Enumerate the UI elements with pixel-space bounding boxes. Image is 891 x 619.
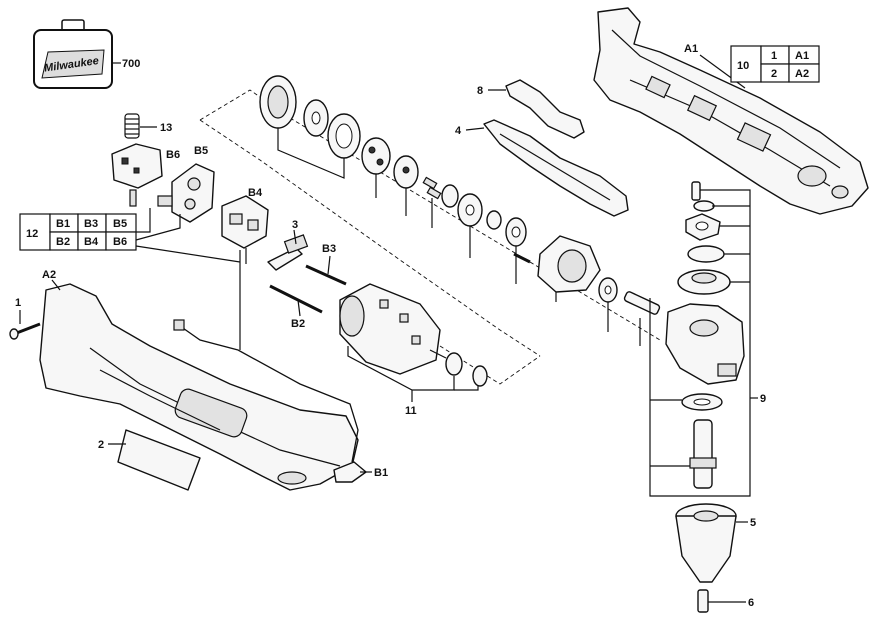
- switch-b5[interactable]: [157, 163, 215, 223]
- trigger-3[interactable]: [267, 234, 309, 271]
- label-a1: A1: [684, 43, 698, 55]
- bevel-gear[interactable]: [677, 269, 731, 295]
- pinion-pins[interactable]: [422, 176, 442, 200]
- washer[interactable]: [303, 99, 329, 137]
- small-washer[interactable]: [486, 210, 502, 230]
- angle-head-housing[interactable]: [665, 303, 745, 385]
- kit12-group: 12: [26, 228, 38, 240]
- motor-bearing[interactable]: [445, 352, 463, 376]
- label-5: 5: [750, 517, 756, 529]
- label-b2: B2: [291, 318, 305, 330]
- head-screw[interactable]: [691, 181, 701, 201]
- label-6: 6: [748, 597, 754, 609]
- kit12-cell: B2: [56, 236, 70, 248]
- label-b3: B3: [322, 243, 336, 255]
- kit10-cell: A1: [795, 50, 809, 62]
- ring-gear[interactable]: [327, 113, 361, 159]
- label-b5: B5: [194, 145, 208, 157]
- chuck-screw-6[interactable]: [697, 589, 709, 613]
- spacer[interactable]: [441, 184, 459, 208]
- housing-washer[interactable]: [598, 277, 618, 303]
- carrying-case-700[interactable]: Milwaukee: [33, 19, 113, 89]
- battery-contact-b1[interactable]: [333, 461, 367, 483]
- kit-table-10: 10 1 A1 2 A2: [730, 45, 820, 83]
- head-cover-plate[interactable]: [685, 213, 721, 241]
- chuck-5[interactable]: [675, 503, 737, 583]
- label-11: 11: [405, 405, 417, 417]
- label-b1: B1: [374, 467, 388, 479]
- kit10-cell: 1: [771, 50, 777, 62]
- kit-table-12: 12 B1 B3 B5 B2 B4 B6: [19, 213, 137, 251]
- grip-sleeve-2[interactable]: [117, 429, 201, 491]
- kit10-cell: A2: [795, 68, 809, 80]
- switch-block-b6[interactable]: [111, 143, 163, 207]
- kit12-cell: B6: [113, 236, 127, 248]
- head-bearing-top[interactable]: [687, 245, 725, 263]
- drive-shaft[interactable]: [623, 291, 661, 315]
- lever-4[interactable]: [483, 119, 629, 217]
- label-a2: A2: [42, 269, 56, 281]
- label-9: 9: [760, 393, 766, 405]
- label-4: 4: [455, 125, 462, 137]
- bearing[interactable]: [505, 217, 527, 247]
- spindle[interactable]: [689, 419, 717, 489]
- lever-8[interactable]: [505, 79, 585, 139]
- screw-1[interactable]: [9, 322, 41, 340]
- label-3: 3: [292, 219, 298, 231]
- kit10-cell: 2: [771, 68, 777, 80]
- kit10-group: 10: [737, 60, 749, 72]
- label-b4: B4: [248, 187, 263, 199]
- label-2: 2: [98, 439, 104, 451]
- label-1: 1: [15, 297, 21, 309]
- gear-housing[interactable]: [537, 235, 601, 293]
- brush-b2[interactable]: [269, 284, 323, 314]
- output-gear[interactable]: [457, 193, 483, 227]
- motor-pinion[interactable]: [472, 365, 488, 387]
- kit12-cell: B5: [113, 218, 127, 230]
- label-b6: B6: [166, 149, 180, 161]
- planet-carrier-2[interactable]: [393, 155, 419, 189]
- housing-screw[interactable]: [513, 252, 531, 264]
- head-washer[interactable]: [693, 200, 715, 212]
- label-8: 8: [477, 85, 483, 97]
- spring-13[interactable]: [124, 113, 140, 139]
- motor-11[interactable]: [339, 283, 447, 375]
- kit12-cell: B3: [84, 218, 98, 230]
- brush-b3[interactable]: [305, 264, 347, 286]
- planet-carrier-1[interactable]: [361, 137, 391, 175]
- head-bearing-lower[interactable]: [681, 393, 723, 411]
- label-700: 700: [122, 58, 140, 70]
- module-b4[interactable]: [221, 195, 269, 264]
- housing-half-a1[interactable]: [593, 7, 869, 215]
- ring-gear-housing[interactable]: [259, 75, 297, 129]
- kit12-cell: B4: [84, 236, 99, 248]
- label-13: 13: [160, 122, 172, 134]
- kit12-cell: B1: [56, 218, 70, 230]
